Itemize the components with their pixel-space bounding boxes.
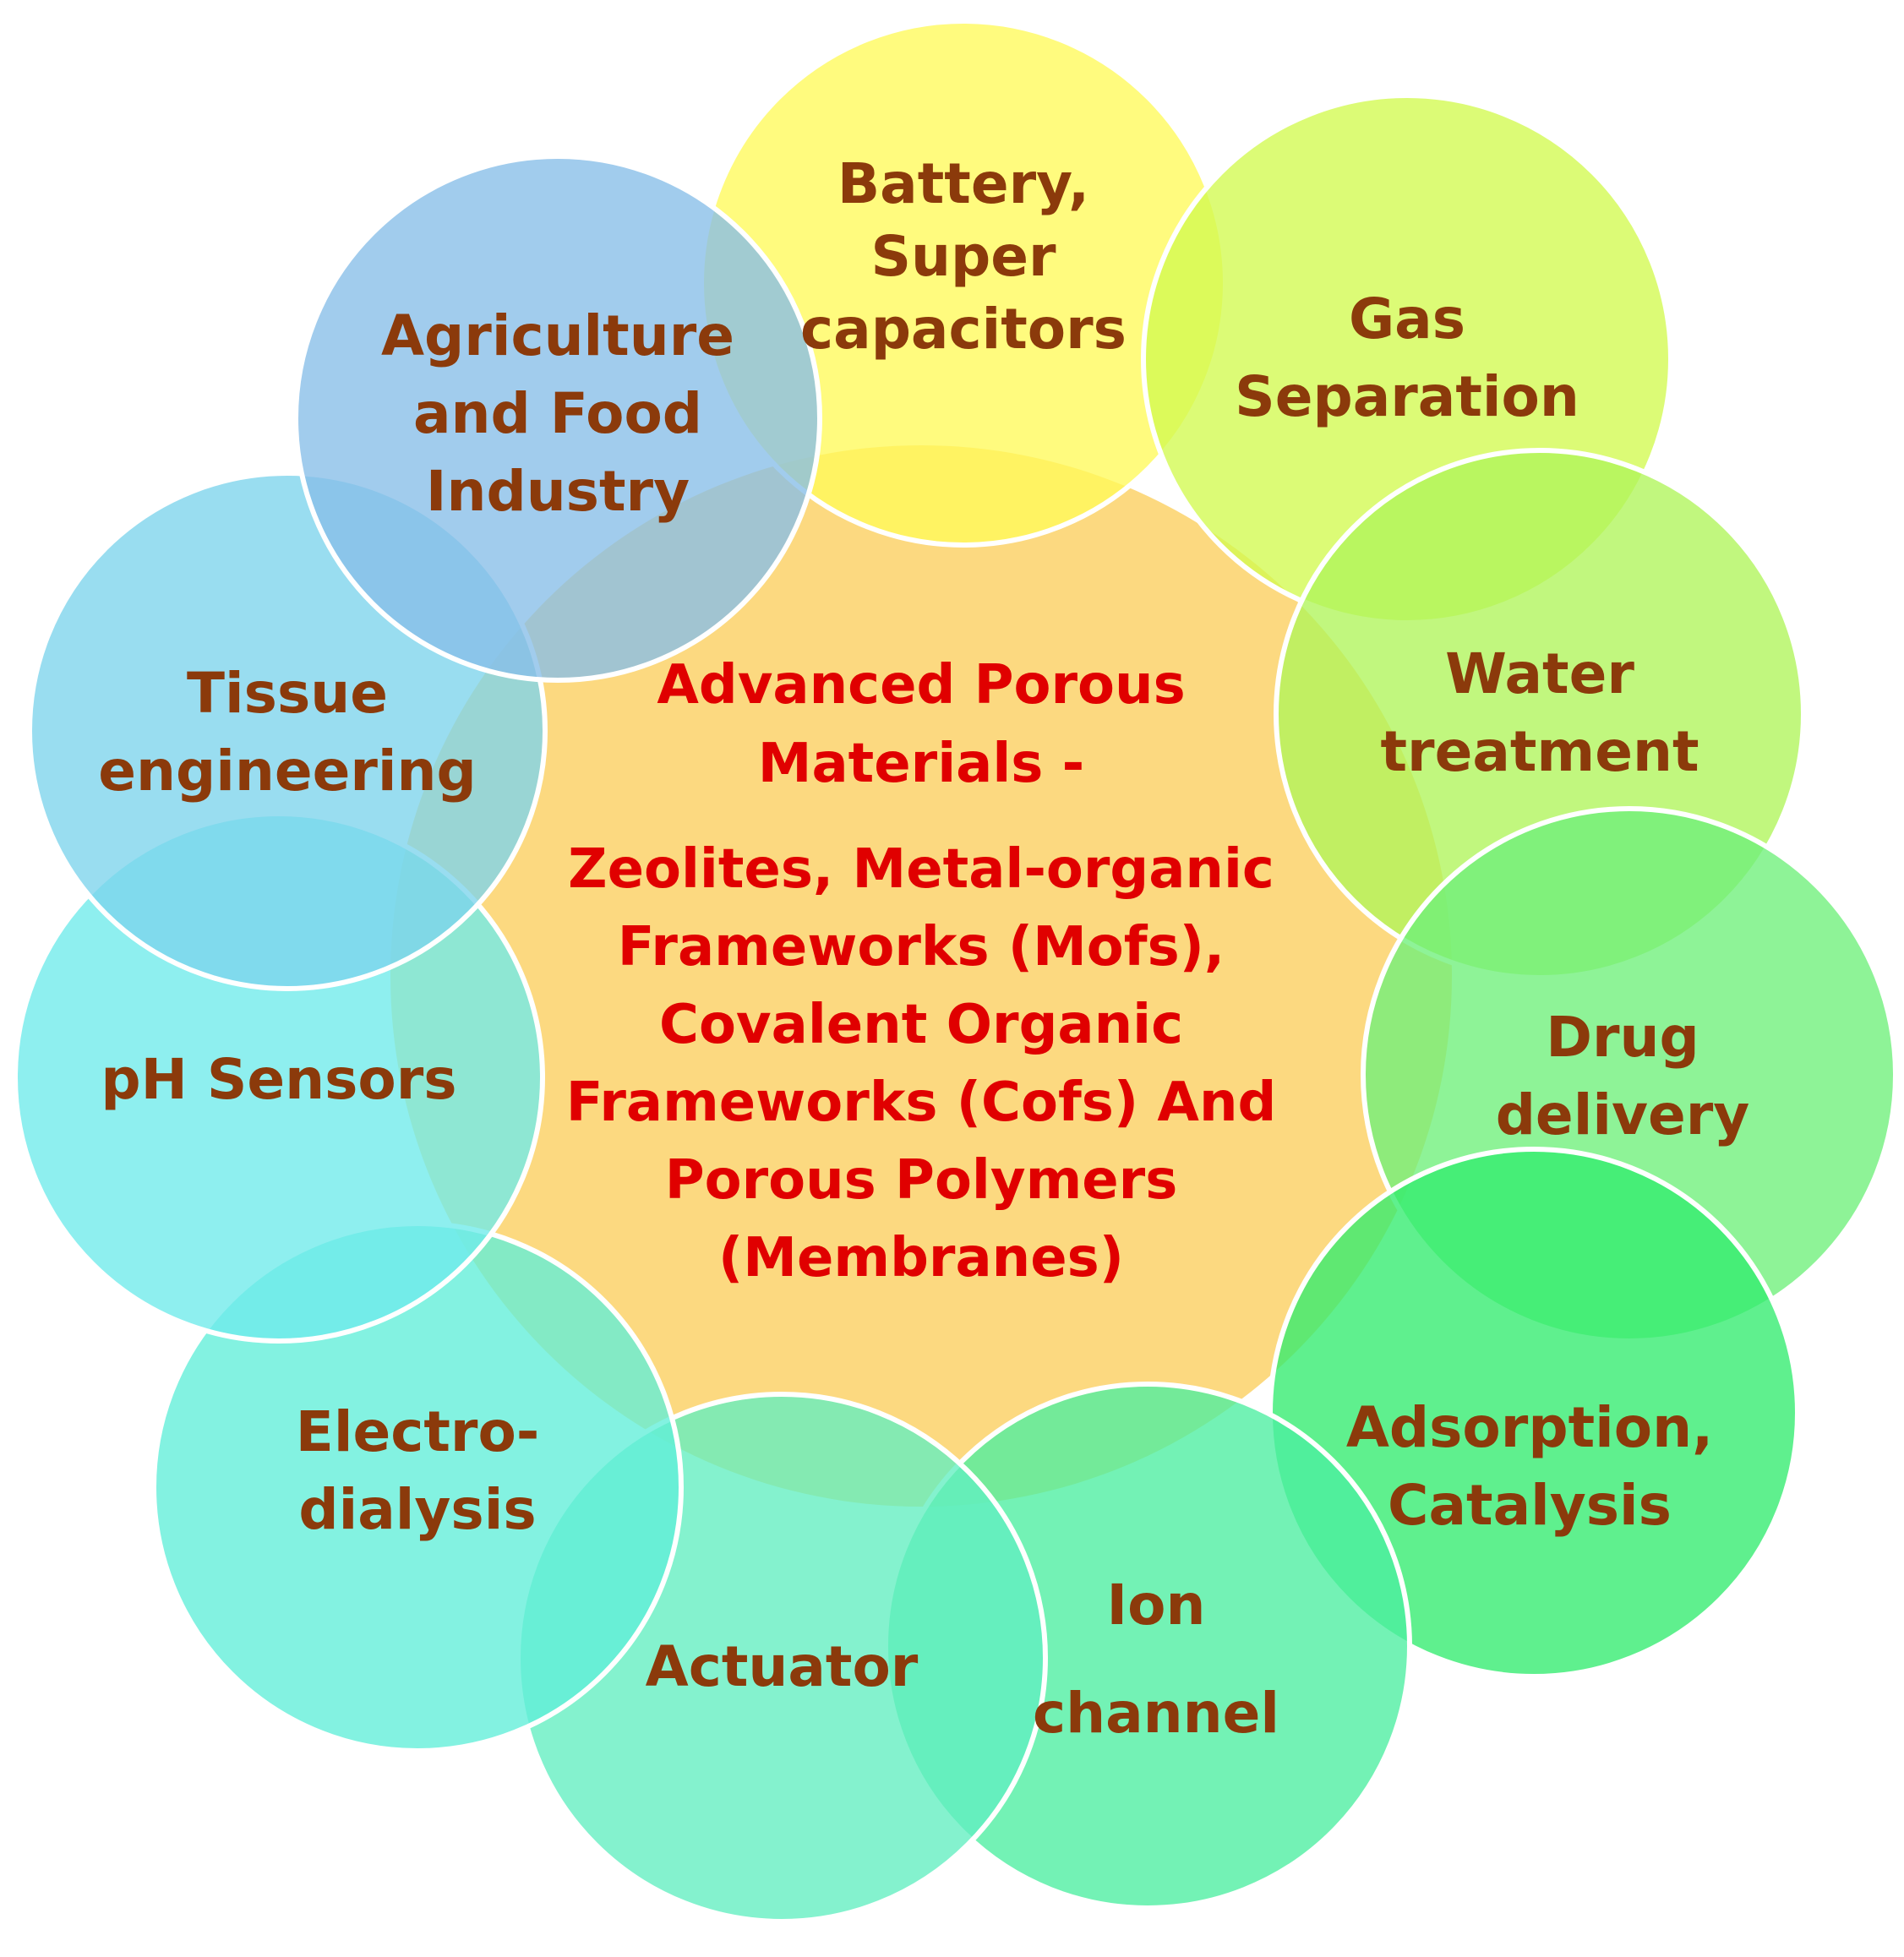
satellite-label-ion-channel-line-1: Ion [1107,1573,1206,1638]
satellite-label-gas-separation-line-2: Separation [1235,364,1579,429]
satellite-label-tissue-engineering-line-2: engineering [98,739,477,804]
center-line-4: Frameworks (Mofs), [618,916,1225,978]
satellite-label-actuator-line-1: Actuator [646,1634,919,1699]
center-line-7: Porous Polymers [665,1149,1178,1212]
satellite-label-electrodialysis-line-2: dialysis [298,1477,536,1542]
satellite-label-agriculture-food-line-3: Industry [426,459,690,524]
satellite-circle-agriculture-food [293,154,822,683]
center-circle [390,445,1452,1507]
satellite-label-battery-supercapacitors-line-1: Battery, [837,151,1089,216]
satellite-label-tissue-engineering-line-1: Tissue [187,661,388,726]
satellite-labels: Battery, Super capacitors GasSeparationWate… [98,151,1749,1746]
satellite-label-agriculture-food-line-1: Agriculture [381,303,734,368]
center-line-3: Zeolites, Metal-organic [568,838,1274,901]
center-line-6: Frameworks (Cofs) And [566,1071,1277,1134]
satellite-label-drug-delivery-line-1: Drug [1546,1005,1699,1070]
satellite-label-agriculture-food-line-2: and Food [413,381,702,446]
center-line-5: Covalent Organic [659,994,1183,1056]
center-line-8: (Membranes) [718,1227,1124,1289]
satellite-label-battery-supercapacitors-line-2: Super [870,224,1056,289]
satellite-label-adsorption-catalysis-line-2: Catalysis [1388,1473,1672,1538]
center-line-1: Advanced Porous [657,654,1185,717]
circles-layer [13,19,1898,1924]
satellite-label-gas-separation-line-1: Gas [1349,286,1465,352]
satellite-label-electrodialysis-line-1: Electro- [296,1399,539,1464]
satellite-label-water-treatment-line-2: treatment [1380,719,1699,784]
satellite-label-drug-delivery-line-2: delivery [1496,1082,1750,1147]
satellite-label-adsorption-catalysis-line-1: Adsorption, [1346,1395,1713,1460]
center-label: Advanced Porous Materials - Zeolites, Me… [566,654,1277,1289]
satellite-label-battery-supercapacitors-line-3: capacitors [800,297,1127,362]
satellite-label-ph-sensors-line-1: pH Sensors [101,1047,456,1112]
satellite-label-ion-channel-line-2: channel [1033,1681,1279,1746]
satellite-label-water-treatment-line-1: Water [1445,641,1634,706]
center-line-2: Materials - [758,733,1084,795]
